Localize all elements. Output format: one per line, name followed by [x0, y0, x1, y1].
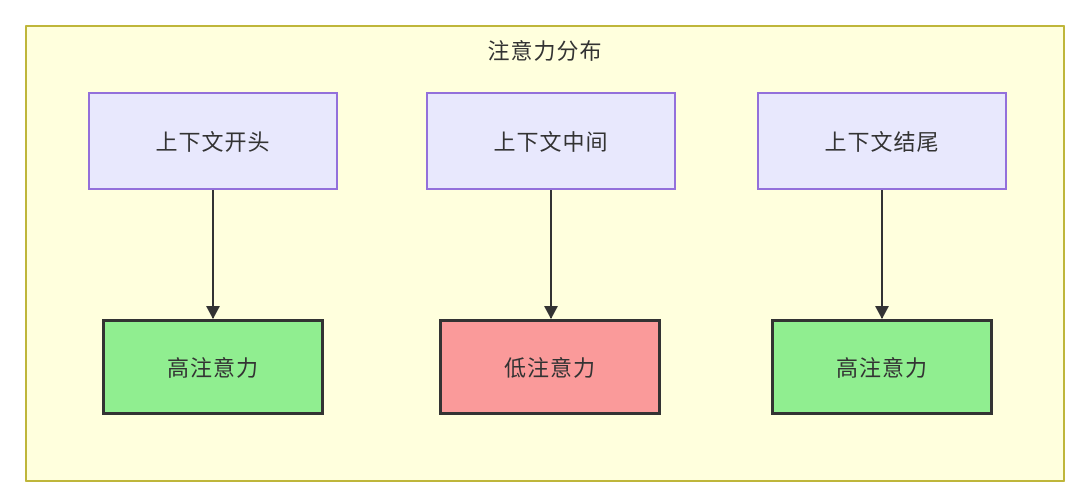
- arrowhead-icon: [544, 306, 558, 319]
- edge-start-to-high-attention: [204, 190, 222, 319]
- arrowhead-icon: [875, 306, 889, 319]
- attention-node-start-label: 高注意力: [166, 356, 259, 381]
- edge-shaft: [881, 190, 883, 318]
- attention-node-end[interactable]: 高注意力: [771, 319, 993, 415]
- context-node-end-label: 上下文结尾: [824, 130, 940, 155]
- subgraph-title: 注意力分布: [487, 39, 603, 64]
- attention-node-middle[interactable]: 低注意力: [439, 319, 661, 415]
- attention-node-middle-label: 低注意力: [503, 356, 596, 381]
- edge-shaft: [550, 190, 552, 318]
- context-node-start-label: 上下文开头: [155, 130, 271, 155]
- edge-shaft: [212, 190, 214, 318]
- edge-middle-to-low-attention: [542, 190, 560, 319]
- attention-node-start[interactable]: 高注意力: [102, 319, 324, 415]
- arrowhead-icon: [206, 306, 220, 319]
- context-node-middle-label: 上下文中间: [493, 130, 609, 155]
- attention-node-end-label: 高注意力: [835, 356, 928, 381]
- context-node-end[interactable]: 上下文结尾: [757, 92, 1007, 190]
- context-node-middle[interactable]: 上下文中间: [426, 92, 676, 190]
- edge-end-to-high-attention: [873, 190, 891, 319]
- context-node-start[interactable]: 上下文开头: [88, 92, 338, 190]
